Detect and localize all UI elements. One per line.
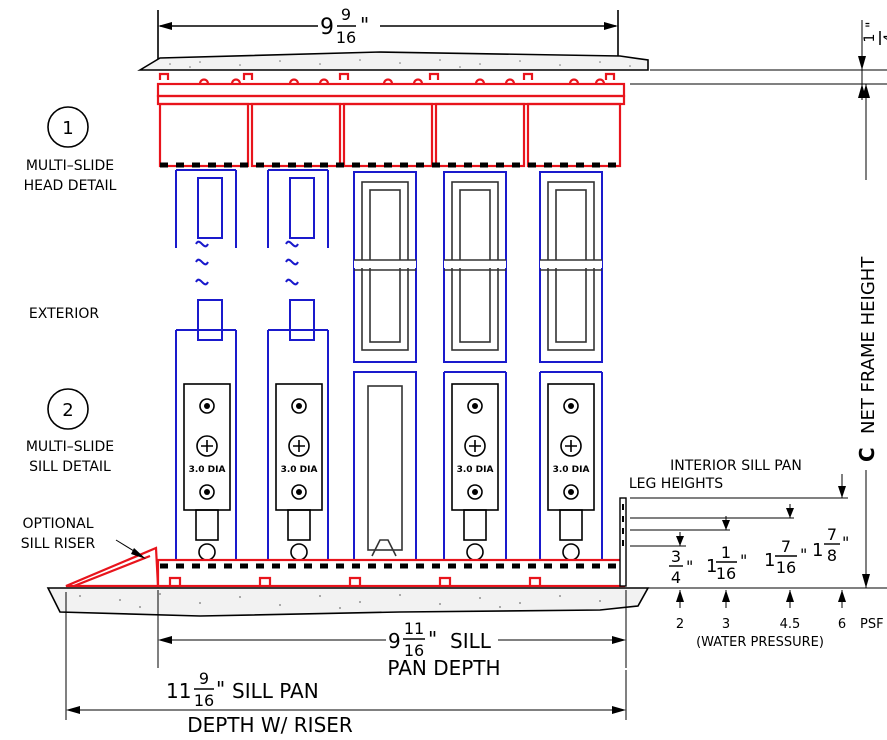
pressure-value-1: 2 [676,617,684,632]
pressure-value-2: 3 [722,617,730,632]
bottom-slab [46,587,650,617]
top-width-unit: " [360,13,369,37]
head-detail-line2: HEAD DETAIL [24,178,117,194]
interior-line2: LEG HEIGHTS [629,476,723,492]
sill-frame [156,558,626,588]
sill-pan-riser-den: 16 [194,691,214,710]
sill-pan-depth-whole: 9 [388,629,401,653]
top-width-den: 16 [336,28,356,47]
leg-heights-group: INTERIOR SILL PAN LEG HEIGHTS 3 4 " 1 1 [629,458,884,650]
sill-pan-riser-unit: " [216,677,225,701]
centerline-symbol: C [855,447,879,462]
interior-sill-pan-leg [619,497,627,587]
top-width-num: 9 [341,5,351,24]
sliding-panel-1 [175,169,237,560]
sill-detail-callout: 2 MULTI–SLIDE SILL DETAIL [26,388,114,475]
right-top-unit: " [864,22,880,28]
riser-line1: OPTIONAL [22,516,93,532]
optional-sill-riser [65,546,160,588]
roller-block-3: 3.0 DIA [451,383,499,561]
head-detail-line1: MULTI–SLIDE [26,158,114,174]
roller-block-4: 3.0 DIA [547,383,595,561]
sill-pan-riser-num: 9 [199,669,209,688]
sliding-panel-5 [539,171,603,560]
svg-text:1: 1 [812,540,823,561]
svg-text:16: 16 [716,564,736,583]
sill-pan-depth-dimension: 9 11 16 " SILL PAN DEPTH [157,590,627,680]
sill-pan-depth-den: 16 [404,641,424,660]
top-width-whole: 9 [320,15,334,40]
leg-height-4: 1 7 8 " [812,525,849,565]
roller-label-3: 3.0 DIA [457,465,494,475]
sill-detail-line2: SILL DETAIL [29,459,111,475]
leg-height-1: 3 4 " [669,547,693,587]
circle-2-number: 2 [62,400,73,421]
top-width-dimension: 9 9 16 " [157,5,619,60]
exterior-label: EXTERIOR [29,306,99,322]
sill-pan-riser-text1: SILL PAN [232,679,319,703]
sliding-panel-2 [267,169,329,560]
sill-pan-depth-text2: PAN DEPTH [387,656,500,680]
pressure-unit: PSF [860,617,884,632]
pressure-values: 2 3 4.5 6 PSF (WATER PRESSURE) [676,617,884,650]
svg-text:1: 1 [706,556,717,577]
sill-detail-line1: MULTI–SLIDE [26,439,114,455]
right-top-den: 4 [882,33,887,42]
roller-block-1: 3.0 DIA [183,383,231,561]
riser-label: OPTIONAL SILL RISER [21,516,146,559]
svg-text:1: 1 [721,543,731,562]
svg-text:7: 7 [827,525,837,544]
leg-height-2: 1 1 16 " [706,543,747,583]
sliding-panel-3 [353,171,417,561]
top-slab [137,51,649,71]
roller-label-1: 3.0 DIA [189,465,226,475]
pressure-caption: (WATER PRESSURE) [696,635,824,650]
svg-text:7: 7 [781,537,791,556]
circle-1-number: 1 [62,118,73,139]
svg-text:": " [740,551,747,570]
net-frame-height-dimension: C NET FRAME HEIGHT [630,83,887,589]
roller-label-4: 3.0 DIA [553,465,590,475]
pressure-value-4: 6 [838,617,846,632]
sill-pan-depth-unit: " [428,627,437,651]
leg-height-3: 1 7 16 " [764,537,807,577]
svg-text:3: 3 [671,547,681,566]
sill-pan-depth-text1: SILL [450,629,492,653]
svg-text:16: 16 [776,558,796,577]
interior-line1: INTERIOR SILL PAN [670,458,802,474]
net-frame-height-label: NET FRAME HEIGHT [858,256,879,434]
sill-pan-riser-dimension: 11 9 16 " SILL PAN DEPTH W/ RISER [65,592,627,737]
riser-line2: SILL RISER [21,536,96,552]
right-top-dimension: 1 4 " [650,20,887,100]
head-frame [156,72,626,168]
svg-text:": " [842,533,849,552]
sill-pan-riser-text2: DEPTH W/ RISER [187,713,353,737]
svg-text:": " [800,545,807,564]
pressure-value-3: 4.5 [780,617,801,632]
svg-text:": " [686,557,693,576]
roller-block-2: 3.0 DIA [275,383,323,561]
sill-pan-riser-whole: 11 [166,679,191,703]
right-top-num: 1 [862,34,878,43]
svg-text:8: 8 [827,546,837,565]
roller-label-2: 3.0 DIA [281,465,318,475]
svg-text:4: 4 [671,568,681,587]
head-detail-callout: 1 MULTI–SLIDE HEAD DETAIL [24,106,117,194]
sill-pan-depth-num: 11 [404,619,424,638]
svg-text:1: 1 [764,550,775,571]
sliding-panel-4 [443,171,507,560]
